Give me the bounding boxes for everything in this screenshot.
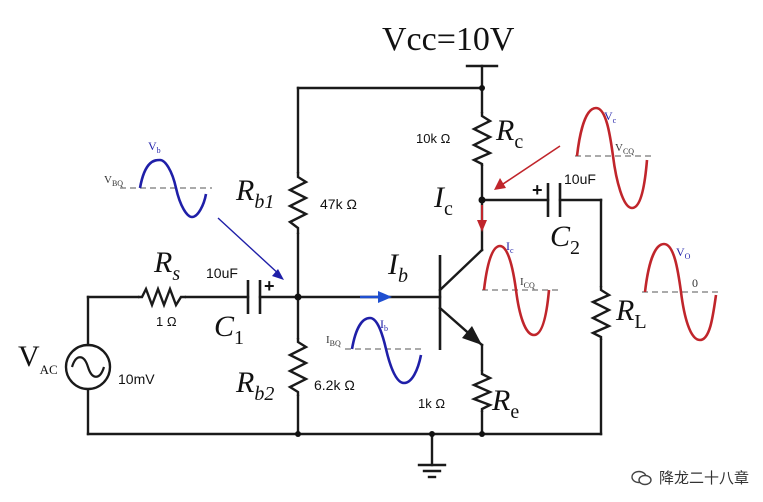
rb2-value: 6.2k Ω (314, 377, 355, 393)
c2-polarity: + (532, 180, 543, 200)
junction-dots (294, 85, 486, 437)
vo-waveform: VO 0 (642, 242, 722, 342)
re-label: Re (491, 384, 519, 423)
c2-label: C2 (550, 220, 580, 259)
vac-label: VAC (18, 340, 58, 377)
rb1-value: 47k Ω (320, 196, 357, 212)
c1-polarity: + (264, 276, 275, 296)
wires (86, 64, 603, 479)
vb-waveform: Vb VBQ (104, 139, 212, 219)
c2-value: 10uF (564, 171, 596, 187)
vcq-label: VCQ (615, 142, 634, 156)
npn-transistor (438, 248, 484, 350)
vc-waveform: Vc VCQ (575, 106, 655, 210)
vbq-label: VBQ (104, 174, 123, 188)
c1-label: C1 (214, 310, 244, 349)
rl-symbol (590, 286, 612, 340)
rb2-symbol (287, 338, 309, 396)
rb1-symbol (287, 172, 309, 234)
c1-value: 10uF (206, 265, 238, 281)
vc-pointer-arrow (494, 145, 561, 190)
vo-wave-label: VO (676, 245, 691, 261)
vb-wave-label: Vb (148, 139, 161, 155)
rb1-label: Rb1 (235, 174, 274, 213)
vb-pointer-arrow (217, 217, 284, 280)
rc-value: 10k Ω (416, 131, 451, 146)
rb2-label: Rb2 (235, 366, 274, 405)
c1-symbol (246, 280, 262, 314)
ib-wave-label: Ib (380, 317, 388, 333)
ib-waveform: Ib IBQ (326, 316, 425, 385)
ib-label: Ib (387, 248, 408, 287)
ic-wave-label: Ic (506, 239, 514, 255)
ic-arrow (477, 205, 487, 232)
ib-arrow (360, 291, 392, 303)
ibq-label: IBQ (326, 334, 341, 348)
rc-label: Rc (495, 114, 523, 153)
re-value: 1k Ω (418, 396, 445, 411)
vac-value: 10mV (118, 371, 155, 387)
watermark: 降龙二十八章 (631, 467, 749, 488)
vc-wave-label: Vc (604, 109, 617, 125)
ic-waveform: Ic ICQ (482, 239, 560, 337)
rc-symbol (471, 112, 493, 166)
ac-source-symbol (64, 343, 112, 391)
vo-zero-label: 0 (692, 276, 698, 290)
icq-label: ICQ (520, 276, 535, 290)
ic-label: Ic (433, 181, 453, 220)
rs-label: Rs (153, 246, 180, 285)
vcc-label: Vcc=10V (382, 21, 515, 58)
rs-symbol (138, 285, 186, 309)
rl-label: RL (615, 294, 647, 333)
c2-symbol (546, 183, 562, 217)
watermark-text: 降龙二十八章 (658, 469, 749, 487)
rs-value: 1 Ω (156, 314, 177, 329)
re-symbol (470, 370, 493, 412)
wechat-icon (631, 470, 653, 486)
